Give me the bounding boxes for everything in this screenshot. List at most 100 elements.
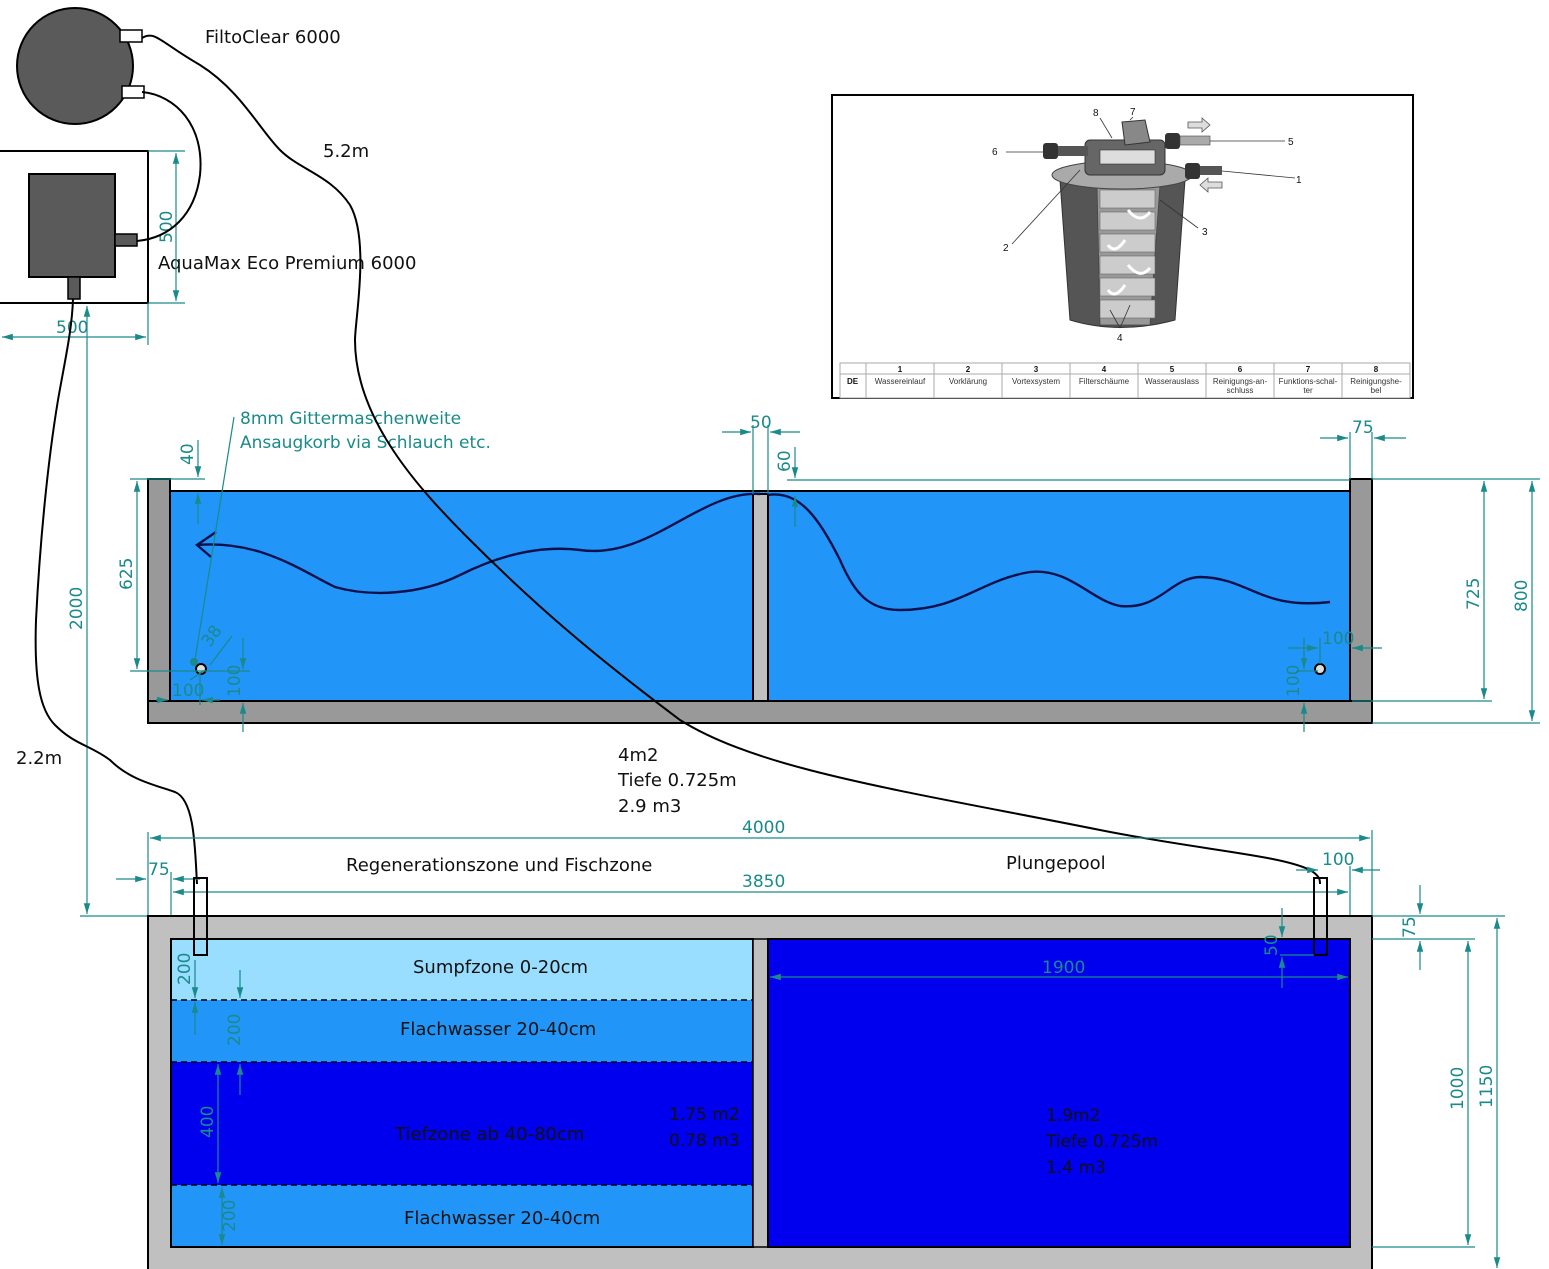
zone-flach-2 [171,1185,753,1247]
legend-table-frame [839,362,1411,399]
legend-item-text: Vortexsystem [1012,377,1060,386]
hose-pump-to-regen [34,298,198,885]
outlet-wall-offset-dimension: 100 [1322,629,1354,649]
callout-7: 7 [1130,107,1136,118]
plunge-pool-title: Plungepool [1006,853,1106,874]
section-depth-label: Tiefe 0.725m [617,770,737,791]
intake-floor-offset-dimension: 100 [225,665,245,697]
regen-volume-label: 0.78 m3 [669,1131,740,1151]
filter-name-label: FiltoClear 6000 [205,27,341,48]
plunge-area-label: 1.9m2 [1046,1106,1100,1126]
zone-tief [171,1062,753,1185]
right-inlet-offset-dimension: 100 [1322,850,1354,870]
wall-thickness-dimension: 75 [1352,418,1374,438]
legend-item-text: schluss [1227,386,1254,395]
pump-device: AquaMax Eco Premium 6000 500 500 [0,150,416,345]
filter-illustration-icon [1043,117,1223,328]
length-total-dimension: 4000 [742,818,785,838]
plunge-inlet-pipe [1313,877,1328,956]
legend-item-number: 7 [1306,365,1311,374]
zone-sumpf-dimension: 200 [175,953,195,985]
callout-8: 8 [1093,108,1099,119]
plan-divider [752,938,769,1248]
length-inner-dimension: 3850 [742,872,785,892]
callout-1: 1 [1296,175,1302,186]
zone-flach-1-dimension: 200 [225,1014,245,1046]
hose-long-label: 5.2m [323,141,369,162]
zone-flach-2-dimension: 200 [220,1200,240,1232]
zone-sumpf [171,939,753,1000]
plunge-depth-label: Tiefe 0.725m [1045,1132,1158,1152]
filter-device: FiltoClear 6000 [16,7,341,125]
flow-wave-left [196,492,761,595]
regen-inlet-pipe [193,877,208,956]
intake-height-dimension: 625 [117,558,137,590]
zone-flach-2-label: Flachwasser 20-40cm [404,1208,600,1229]
total-height-dimension: 800 [1512,580,1532,612]
legend-item-text: Wasserauslass [1145,377,1199,386]
legend-item-text: Reinigungshe- [1350,377,1402,386]
legend-item-text: Funktions-schal- [1279,377,1338,386]
plan-total-dimension: 1150 [1477,1065,1497,1108]
legend-item-text: Filterschäume [1079,377,1130,386]
regen-area-label: 1.75 m2 [669,1105,740,1125]
intake-note-line1: 8mm Gittermaschenweite [240,409,461,429]
legend-item-number: 1 [898,365,903,374]
pump-body-icon [28,173,116,278]
pump-bottom-port [67,276,81,300]
plan-inner-dimension: 1000 [1448,1067,1468,1110]
legend-item-number: 8 [1374,365,1379,374]
legend-item-number: 4 [1102,365,1107,374]
pump-side-port [114,233,138,247]
plunge-width-dimension: 1900 [1042,958,1085,978]
legend-item-number: 2 [966,365,971,374]
zone-sumpf-label: Sumpfzone 0-20cm [413,957,588,978]
zone-flach-1-label: Flachwasser 20-40cm [400,1019,596,1040]
legend-item-number: 5 [1170,365,1175,374]
pump-width-dimension: 500 [56,318,88,338]
callout-2: 2 [1003,243,1009,254]
plunge-pool-water [767,938,1351,1248]
legend-item-number: 3 [1034,365,1039,374]
filter-body-icon [16,7,134,125]
inlet-depth-dimension: 50 [1262,934,1282,956]
legend-lang-label: DE [847,377,859,386]
intake-note-line2: Ansaugkorb via Schlauch etc. [240,433,491,453]
section-divider [752,493,769,702]
hose-short-label: 2.2m [16,748,62,769]
section-wall-right [1349,478,1373,702]
flow-arrow-head [195,531,217,558]
plan-wall-dimension: 75 [1400,916,1420,938]
filter-legend-table: DE1Wassereinlauf2Vorklärung3Vortexsystem… [839,362,1411,399]
callout-3: 3 [1202,227,1208,238]
left-wall-dimension: 75 [148,860,170,880]
plunge-volume-label: 1.4 m3 [1046,1158,1106,1178]
callout-4: 4 [1117,333,1123,344]
legend-item-number: 6 [1238,365,1243,374]
callout-6: 6 [992,147,998,158]
distance-total-dimension: 2000 [67,587,87,630]
section-area-label: 4m2 [618,745,658,766]
flow-wave-right [767,493,1331,612]
pond-side-section: 625 40 38 100 100 50 60 75 725 [117,413,1540,732]
zone-tief-label: Tiefzone ab 40-80cm [394,1124,584,1145]
intake-top-gap-dimension: 40 [178,443,198,465]
filter-outlet-port [119,29,143,43]
section-floor [147,700,1373,724]
outlet-floor-offset-dimension: 100 [1284,665,1304,697]
divider-width-dimension: 50 [750,413,772,433]
section-volume-label: 2.9 m3 [618,796,681,817]
zone-tief-dimension: 400 [198,1106,218,1138]
intake-note-leader [194,416,235,661]
water-depth-dimension: 725 [1464,578,1484,610]
intake-marker-dot [190,658,198,666]
pump-name-label: AquaMax Eco Premium 6000 [158,253,416,274]
legend-item-text: Wassereinlauf [875,377,926,386]
outlet-nozzle-icon [1314,663,1326,675]
legend-item-text: ter [1303,386,1313,395]
zone-flach-1 [171,1000,753,1062]
intake-wall-offset-dimension: 100 [172,681,204,701]
divider-drop-dimension: 60 [775,450,795,472]
legend-item-text: Reinigungs-an- [1213,377,1268,386]
